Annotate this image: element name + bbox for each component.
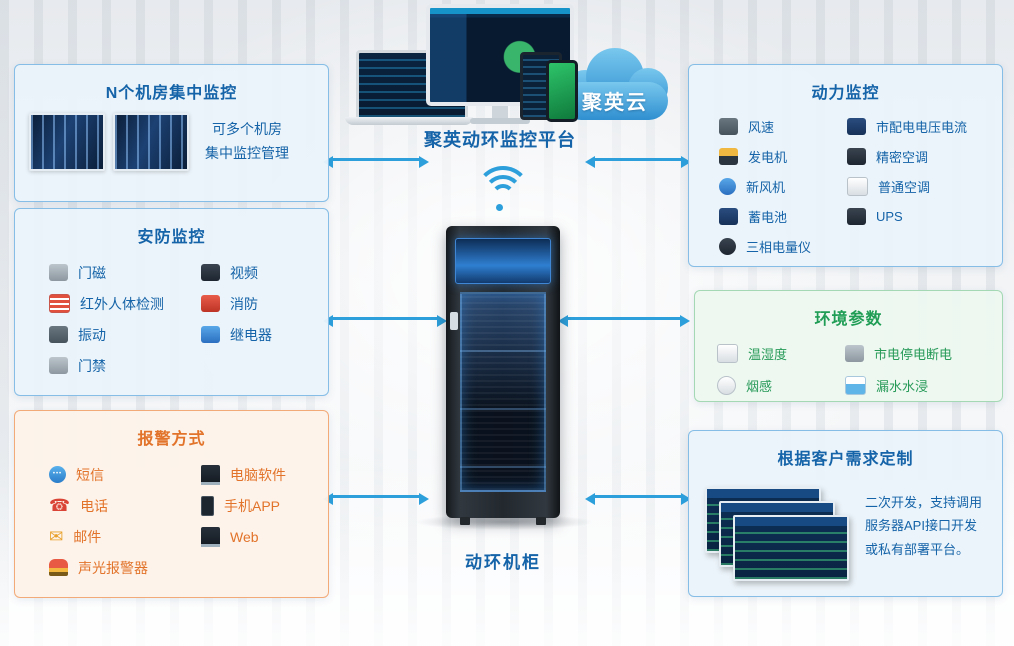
cabinet-glass-door xyxy=(460,292,546,492)
panel-power: 动力监控 风速 市配电电压电流 发电机 精密空调 新风机 普通空调 蓄电池 UP… xyxy=(688,64,1003,267)
sms-icon xyxy=(49,466,66,483)
list-item: ✉邮件 xyxy=(49,527,102,546)
server-cabinet xyxy=(446,226,560,525)
list-item: 漏水水浸 xyxy=(845,375,1002,395)
custom-description: 二次开发，支持调用服务器API接口开发或私有部署平台。 xyxy=(865,495,983,557)
list-item: 发电机 xyxy=(719,147,847,166)
security-items: 门磁 视频 红外人体检测 消防 振动 继电器 门禁 xyxy=(49,257,328,381)
cloud-label: 聚英云 xyxy=(582,92,648,114)
list-item: 市配电电压电流 xyxy=(847,117,1002,136)
panel-custom-title: 根据客户需求定制 xyxy=(777,451,914,468)
fresh-air-fan-icon xyxy=(719,177,736,195)
mains-power-meter-icon xyxy=(847,117,866,135)
arrow-right-bottom xyxy=(585,493,691,505)
list-item: Web xyxy=(201,526,328,547)
cabinet-shadow xyxy=(414,514,594,530)
list-item: 新风机 xyxy=(719,177,847,196)
access-control-icon xyxy=(49,357,68,374)
environment-items: 温湿度 市电停电断电 烟感 漏水水浸 xyxy=(717,337,1002,401)
relay-icon xyxy=(201,326,220,343)
arrow-left-bottom xyxy=(323,493,429,505)
list-item: 声光报警器 xyxy=(49,558,201,578)
list-item: 短信 xyxy=(49,465,201,485)
list-item: 普通空调 xyxy=(847,176,1002,196)
list-item: 风速 xyxy=(719,117,847,136)
list-item: UPS xyxy=(847,207,1002,225)
telephone-icon: ☎ xyxy=(49,496,71,515)
alarm-items: 短信 电脑软件 ☎电话 手机APP ✉邮件 Web 声光报警器 xyxy=(49,459,328,583)
server-room-photo xyxy=(29,113,105,171)
cabinet-label: 动环机柜 xyxy=(465,553,541,572)
list-item: 振动 xyxy=(49,325,201,345)
temp-humidity-sensor-icon xyxy=(717,343,738,363)
list-item: 精密空调 xyxy=(847,147,1002,166)
list-item: 蓄电池 xyxy=(719,207,847,226)
rooms-caption: 可多个机房 集中监控管理 xyxy=(205,121,289,161)
list-item: 三相电量仪 xyxy=(719,237,847,256)
infrared-detector-icon xyxy=(49,294,70,313)
panel-environment-title: 环境参数 xyxy=(814,311,883,328)
pc-software-icon xyxy=(201,464,220,485)
list-item: 消防 xyxy=(201,294,328,314)
list-item: 手机APP xyxy=(201,495,328,516)
vibration-sensor-icon xyxy=(49,326,68,343)
panel-alarm-title: 报警方式 xyxy=(137,431,206,448)
list-item: 红外人体检测 xyxy=(49,294,201,314)
list-item: 温湿度 xyxy=(717,343,845,363)
cloud-icon: 聚英云 xyxy=(558,44,672,126)
list-item: 电脑软件 xyxy=(201,464,328,485)
precision-ac-icon xyxy=(847,147,866,165)
three-phase-meter-icon xyxy=(719,237,736,255)
list-item: 门磁 xyxy=(49,263,201,283)
mobile-app-icon xyxy=(201,495,214,516)
panel-alarm: 报警方式 短信 电脑软件 ☎电话 手机APP ✉邮件 Web 声光报警器 xyxy=(14,410,329,598)
door-magnet-icon xyxy=(49,264,68,281)
cabinet-top-panel xyxy=(455,238,551,284)
arrow-right-top xyxy=(585,156,691,168)
wifi-signal-icon xyxy=(469,166,531,214)
panel-environment: 环境参数 温湿度 市电停电断电 烟感 漏水水浸 xyxy=(694,290,1003,402)
email-icon: ✉ xyxy=(49,527,64,546)
arrow-right-middle xyxy=(558,315,690,327)
list-item: ☎电话 xyxy=(49,496,109,515)
generator-icon xyxy=(719,147,738,165)
video-camera-icon xyxy=(201,264,220,281)
battery-icon xyxy=(719,207,738,225)
panel-rooms: N个机房集中监控 可多个机房 集中监控管理 xyxy=(14,64,329,202)
arrow-left-top xyxy=(323,156,429,168)
panel-security: 安防监控 门磁 视频 红外人体检测 消防 振动 继电器 门禁 xyxy=(14,208,329,396)
panel-power-title: 动力监控 xyxy=(811,85,880,102)
panel-rooms-title: N个机房集中监控 xyxy=(105,85,238,102)
panel-security-title: 安防监控 xyxy=(137,229,206,246)
dashboard-screenshot xyxy=(733,515,849,581)
list-item: 继电器 xyxy=(201,325,328,345)
list-item: 门禁 xyxy=(49,356,201,376)
server-room-photo xyxy=(113,113,189,171)
web-icon xyxy=(201,526,220,547)
sound-light-alarm-icon xyxy=(49,559,68,576)
cabinet-controller-screen xyxy=(450,312,458,330)
list-item: 烟感 xyxy=(717,375,845,395)
anemometer-icon xyxy=(719,117,738,135)
platform-title: 聚英动环监控平台 xyxy=(424,130,576,150)
panel-custom: 根据客户需求定制 二次开发，支持调用服务器API接口开发或私有部署平台。 xyxy=(688,430,1003,597)
arrow-left-middle xyxy=(323,315,447,327)
fire-extinguisher-icon xyxy=(201,295,220,312)
smoke-detector-icon xyxy=(717,375,736,395)
list-item: 市电停电断电 xyxy=(845,344,1002,363)
ups-icon xyxy=(847,207,866,225)
list-item: 视频 xyxy=(201,263,328,283)
water-leak-sensor-icon xyxy=(845,375,866,395)
smartphone-device xyxy=(546,60,578,122)
power-outage-meter-icon xyxy=(845,344,864,362)
power-items: 风速 市配电电压电流 发电机 精密空调 新风机 普通空调 蓄电池 UPS 三相电… xyxy=(719,111,1002,261)
normal-ac-icon xyxy=(847,176,868,196)
